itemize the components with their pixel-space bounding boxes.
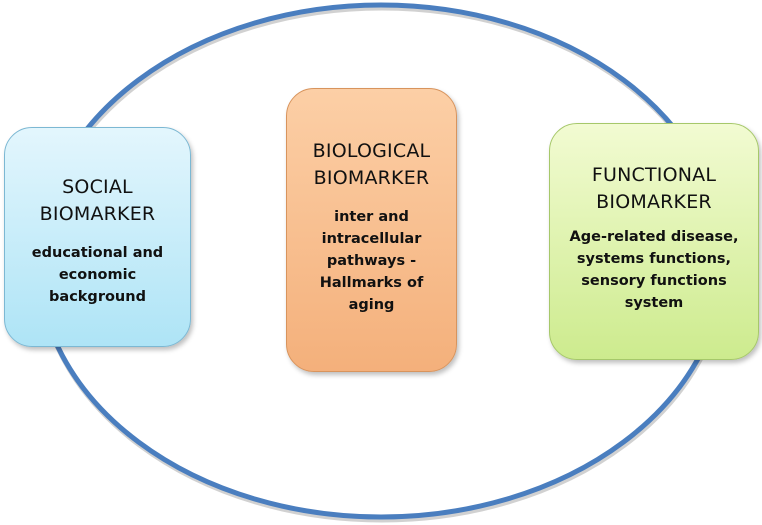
social-desc-line: economic xyxy=(58,267,137,283)
social-biomarker-box: SOCIAL BIOMARKER educational and economi… xyxy=(4,127,191,347)
functional-title-line2: BIOMARKER xyxy=(596,190,712,213)
functional-biomarker-box: FUNCTIONAL BIOMARKER Age-related disease… xyxy=(549,123,759,360)
functional-desc-line: sensory functions xyxy=(581,272,727,289)
biological-title-line2: BIOMARKER xyxy=(313,167,430,189)
social-title: SOCIAL BIOMARKER xyxy=(40,174,156,228)
biological-desc-line: intracellular xyxy=(321,231,422,247)
biological-desc-line: aging xyxy=(348,297,395,313)
social-desc-line: background xyxy=(49,289,146,305)
functional-title: FUNCTIONAL BIOMARKER xyxy=(592,162,716,216)
functional-desc-line: Age-related disease, xyxy=(569,228,739,245)
biological-desc-line: pathways - xyxy=(326,253,417,269)
social-title-line1: SOCIAL xyxy=(62,176,133,198)
social-description: educational and economic background xyxy=(32,242,163,308)
functional-desc-line: systems functions, xyxy=(576,250,732,267)
biological-desc-line: Hallmarks of xyxy=(319,275,424,291)
functional-description: Age-related disease, systems functions, … xyxy=(570,226,739,314)
biological-description: inter and intracellular pathways - Hallm… xyxy=(320,206,424,316)
functional-desc-line: system xyxy=(624,294,684,311)
functional-title-line1: FUNCTIONAL xyxy=(591,163,717,186)
biological-desc-line: inter and xyxy=(334,209,409,225)
biological-title-line1: BIOLOGICAL xyxy=(312,140,431,162)
biological-title: BIOLOGICAL BIOMARKER xyxy=(313,138,431,192)
biological-biomarker-box: BIOLOGICAL BIOMARKER inter and intracell… xyxy=(286,88,457,372)
social-title-line2: BIOMARKER xyxy=(39,203,156,225)
social-desc-line: educational and xyxy=(31,245,164,261)
